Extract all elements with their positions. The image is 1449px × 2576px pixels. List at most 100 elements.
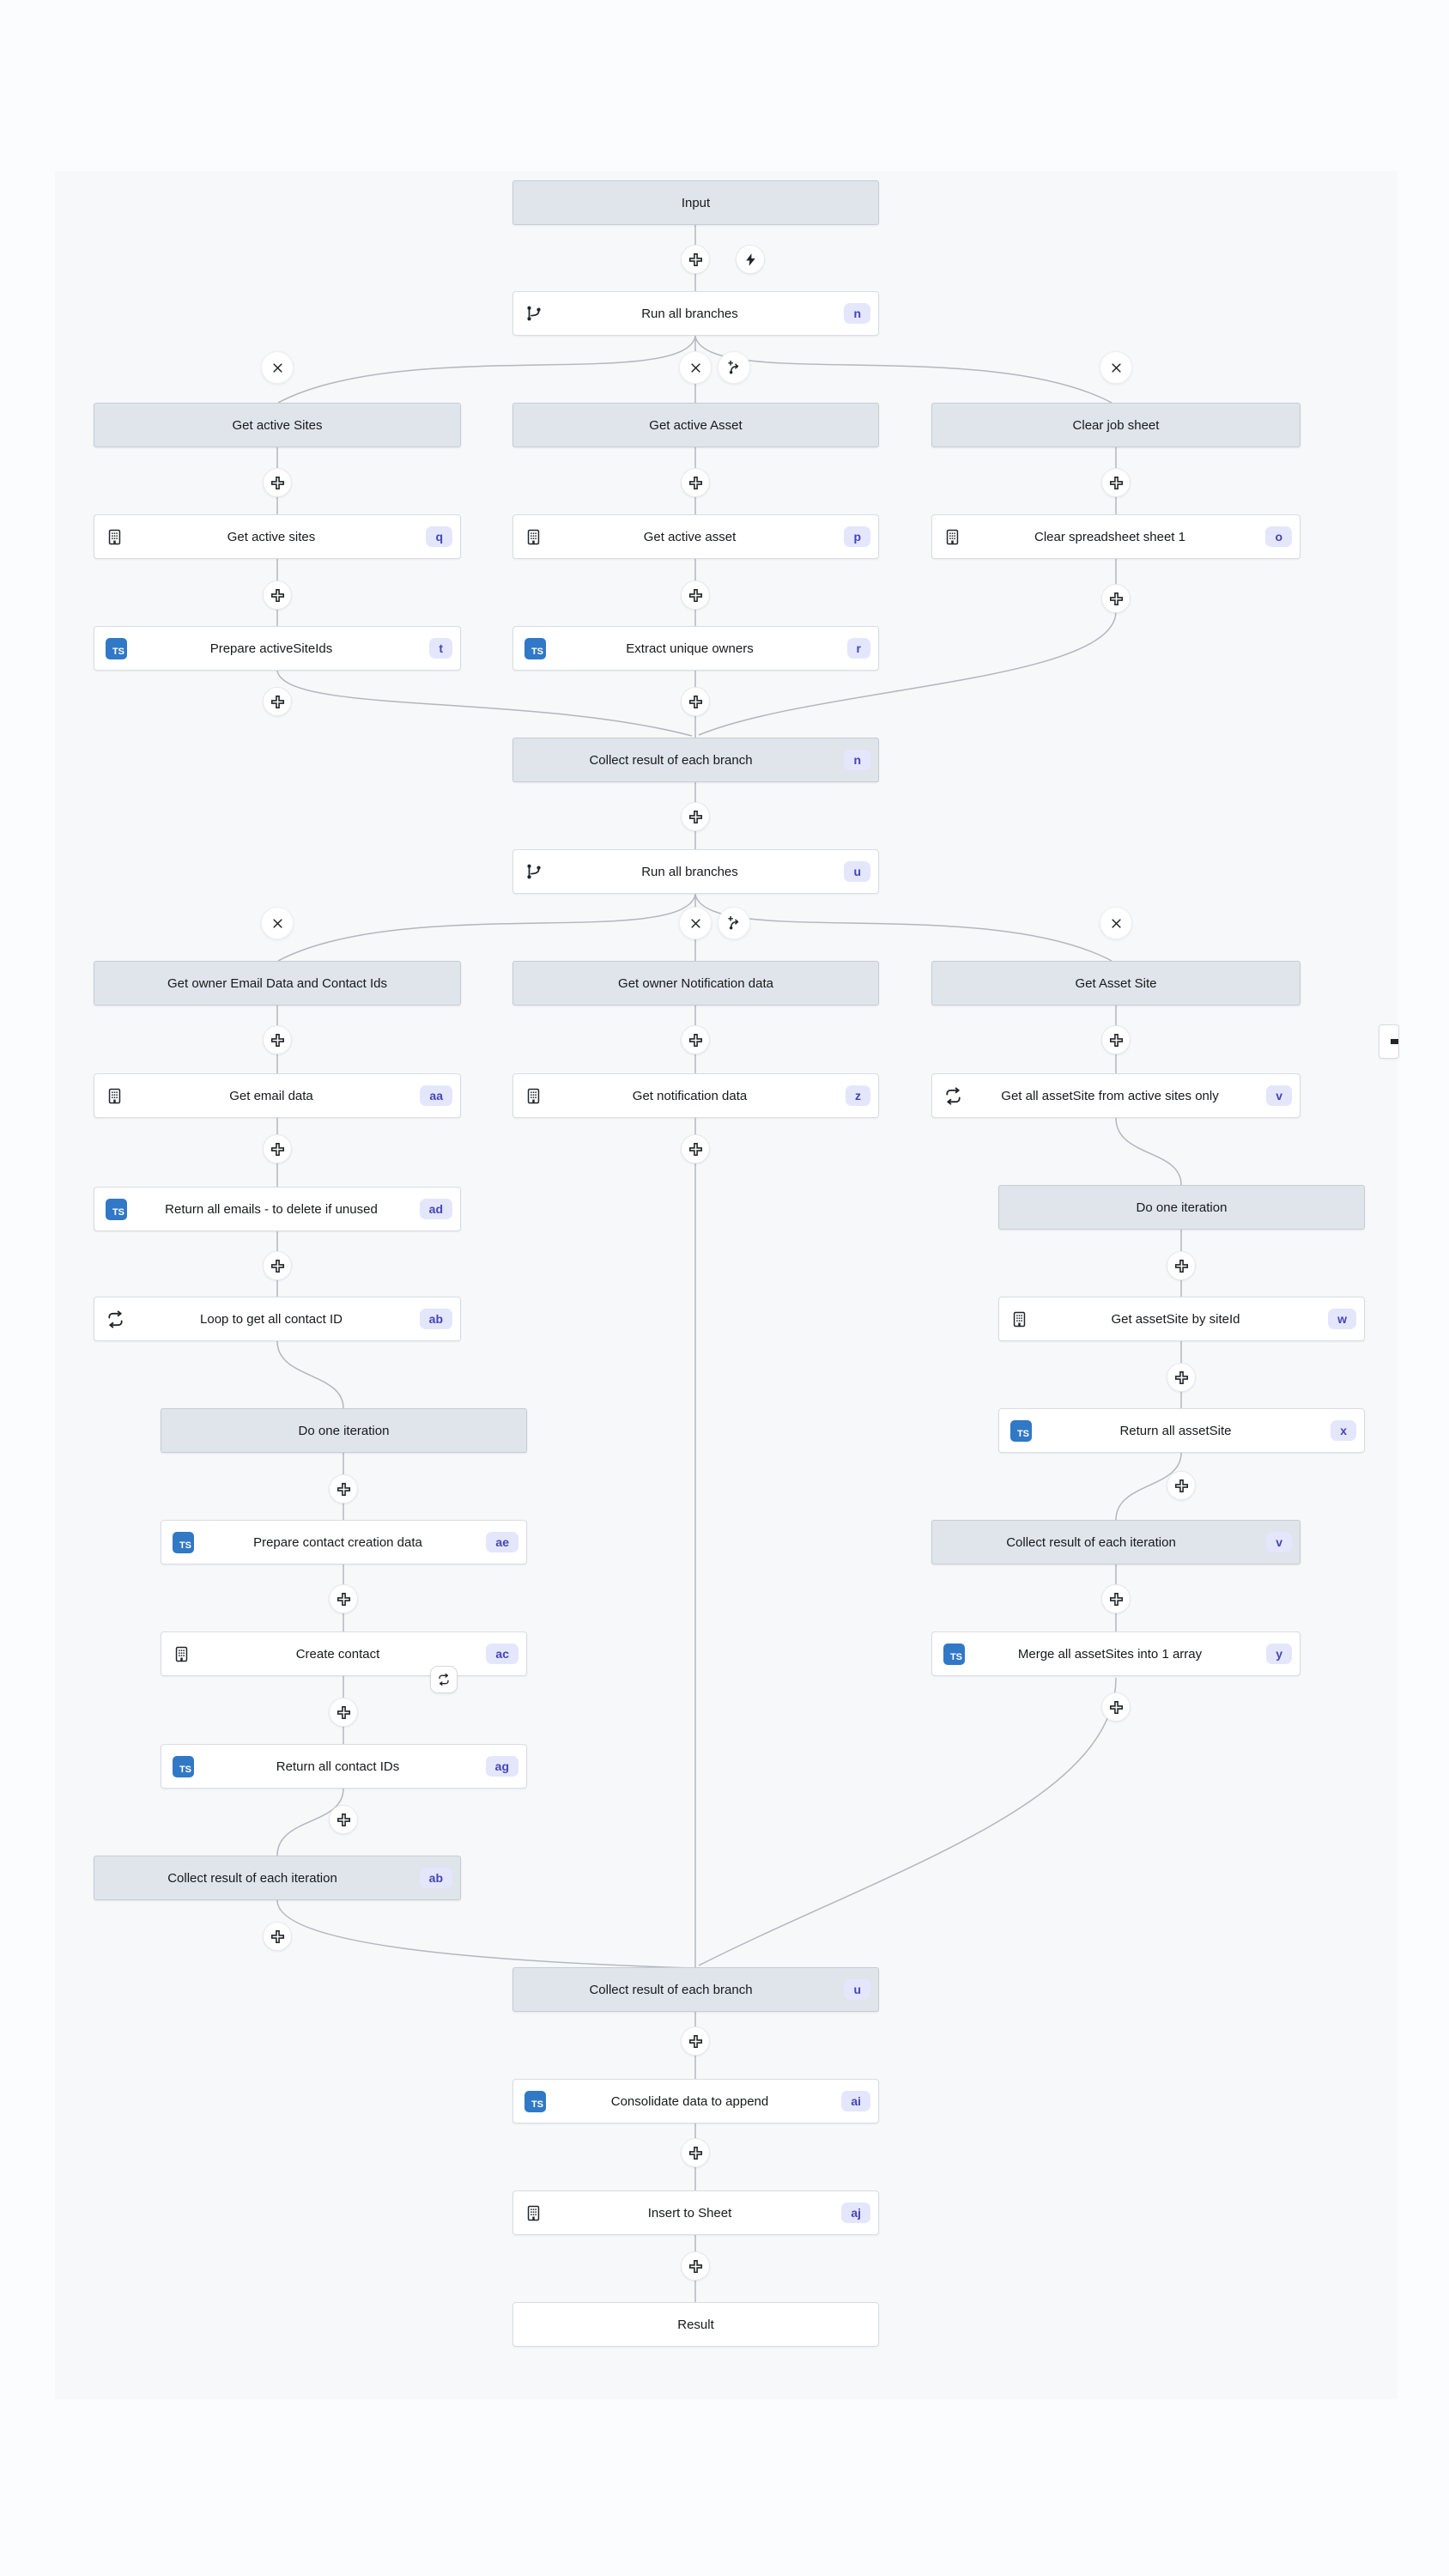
plus-ai[interactable] xyxy=(681,2138,710,2167)
node-hdr-get-owner-notification[interactable]: Get owner Notification data xyxy=(512,961,879,1005)
node-id-badge: v xyxy=(1266,1532,1292,1552)
node-result[interactable]: Result xyxy=(512,2302,879,2347)
node-input[interactable]: Input xyxy=(512,180,879,225)
node-hdr-do-one-iteration-right[interactable]: Do one iteration xyxy=(998,1185,1365,1230)
plus-icon xyxy=(1108,475,1125,491)
plus-aj[interactable] xyxy=(681,2251,710,2281)
x-branch2-right[interactable] xyxy=(1100,907,1132,939)
plus-icon xyxy=(1108,591,1125,607)
plus-sites-1[interactable] xyxy=(263,468,292,497)
bolt-trigger[interactable] xyxy=(736,245,765,274)
node-label: Collect result of each branch xyxy=(589,752,753,768)
partial-node-dash-icon xyxy=(1391,1039,1398,1044)
node-id-badge: ab xyxy=(419,1868,452,1888)
node-hdr-get-asset-site[interactable]: Get Asset Site xyxy=(931,961,1300,1005)
plus-collect-v[interactable] xyxy=(1101,1584,1131,1613)
node-label: Get assetSite by siteId xyxy=(1111,1311,1240,1327)
addbranch-1[interactable] xyxy=(718,351,750,384)
close-icon xyxy=(270,915,286,932)
node-label: Return all emails - to delete if unused xyxy=(165,1201,378,1217)
node-get-all-assetsite[interactable]: Get all assetSite from active sites only… xyxy=(931,1073,1300,1118)
plus-asset-1[interactable] xyxy=(681,468,710,497)
node-label: Loop to get all contact ID xyxy=(200,1311,343,1327)
plus-ac[interactable] xyxy=(329,1698,358,1727)
plus-ag[interactable] xyxy=(329,1805,358,1834)
plus-asset-2[interactable] xyxy=(681,580,710,610)
plus-icon xyxy=(1108,1032,1125,1048)
node-hdr-get-active-sites[interactable]: Get active Sites xyxy=(94,403,461,447)
x-branch1-left[interactable] xyxy=(261,351,294,384)
plus-doone-right[interactable] xyxy=(1167,1251,1196,1280)
plus-sites-3[interactable] xyxy=(263,687,292,716)
node-label: Run all branches xyxy=(641,306,738,321)
node-label: Create contact xyxy=(295,1646,380,1662)
node-label: Get active asset xyxy=(643,529,737,544)
node-label: Insert to Sheet xyxy=(647,2205,732,2221)
node-hdr-clear-job-sheet[interactable]: Clear job sheet xyxy=(931,403,1300,447)
node-label: Prepare activeSiteIds xyxy=(209,641,333,656)
plus-trigger[interactable] xyxy=(681,245,710,274)
plus-clear-2[interactable] xyxy=(1101,584,1131,613)
x-branch1-mid[interactable] xyxy=(679,351,712,384)
plus-collect-ab[interactable] xyxy=(263,1922,292,1951)
plus-email-3[interactable] xyxy=(263,1251,292,1280)
x-branch1-right[interactable] xyxy=(1100,351,1132,384)
x-branch2-mid[interactable] xyxy=(679,907,712,939)
plus-email-1[interactable] xyxy=(263,1025,292,1054)
x-branch2-left[interactable] xyxy=(261,907,294,939)
plus-notif-1[interactable] xyxy=(681,1025,710,1054)
node-hdr-get-owner-email[interactable]: Get owner Email Data and Contact Ids xyxy=(94,961,461,1005)
plus-y[interactable] xyxy=(1101,1692,1131,1722)
plus-assetsite-1[interactable] xyxy=(1101,1025,1131,1054)
node-edge-partial-node[interactable] xyxy=(1379,1024,1399,1059)
plus-collect-u[interactable] xyxy=(681,2026,710,2056)
workflow-canvas[interactable] xyxy=(55,171,1397,2399)
plus-icon xyxy=(1173,1370,1190,1386)
plus-sites-2[interactable] xyxy=(263,580,292,610)
plus-icon xyxy=(270,475,286,491)
loop-button-create-contact[interactable] xyxy=(430,1666,458,1693)
plus-asset-3[interactable] xyxy=(681,687,710,716)
plus-ae[interactable] xyxy=(329,1584,358,1613)
node-hdr-do-one-iteration-left[interactable]: Do one iteration xyxy=(161,1408,527,1453)
plus-notif-2[interactable] xyxy=(681,1134,710,1163)
plus-email-2[interactable] xyxy=(263,1134,292,1163)
plus-w[interactable] xyxy=(1167,1363,1196,1392)
addbranch-2[interactable] xyxy=(718,907,750,939)
node-label: Consolidate data to append xyxy=(610,2093,769,2109)
plus-doone-left[interactable] xyxy=(329,1474,358,1504)
plus-icon xyxy=(688,587,704,604)
resource-query-icon xyxy=(173,1645,191,1663)
plus-icon xyxy=(688,2258,704,2275)
plus-collect-n[interactable] xyxy=(681,802,710,831)
node-hdr-get-active-asset[interactable]: Get active Asset xyxy=(512,403,879,447)
node-id-badge: ad xyxy=(419,1199,452,1219)
plus-x-node[interactable] xyxy=(1167,1471,1196,1500)
plus-clear-1[interactable] xyxy=(1101,468,1131,497)
plus-icon xyxy=(270,694,286,710)
